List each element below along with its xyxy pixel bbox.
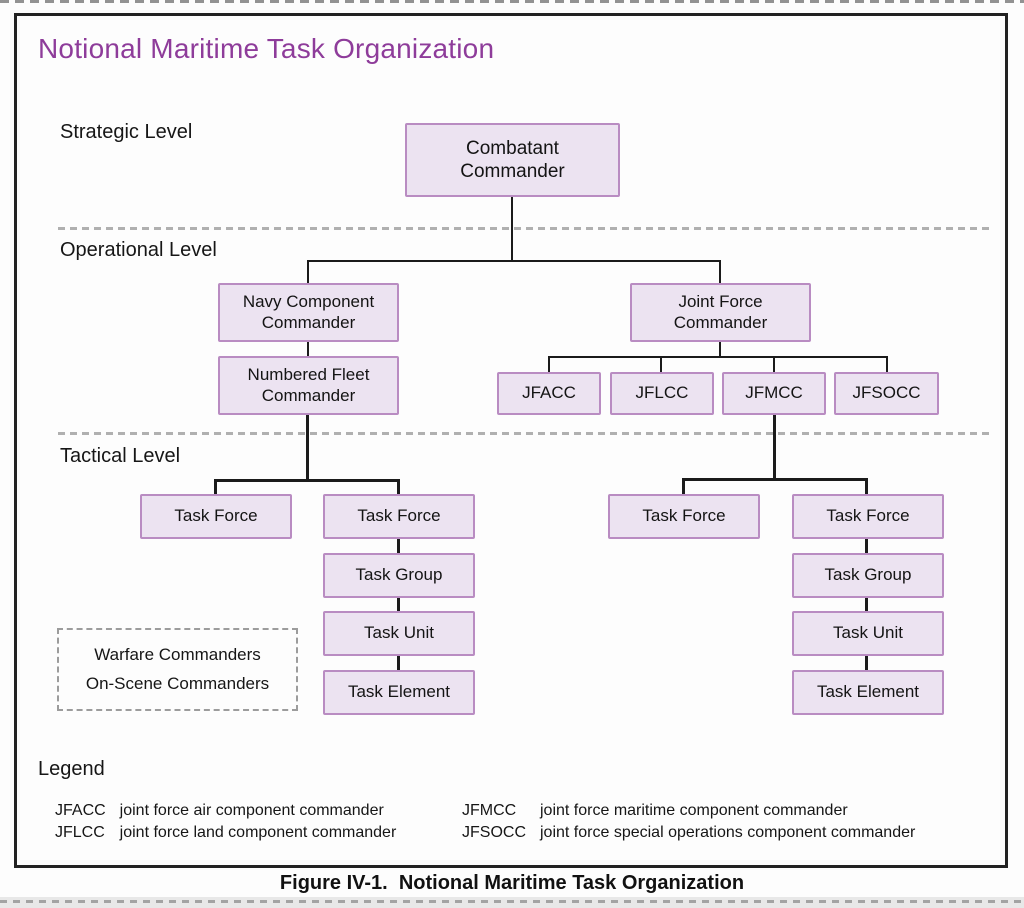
node-jfacc: JFACC bbox=[497, 372, 601, 415]
connector-line bbox=[773, 414, 776, 479]
level-label-strategic: Strategic Level bbox=[60, 121, 193, 143]
connector-line bbox=[397, 656, 400, 670]
node-jfmcc: JFMCC bbox=[722, 372, 826, 415]
connector-line bbox=[307, 342, 309, 356]
page-top-edge-marks bbox=[0, 0, 1024, 3]
node-navy-component-commander: Navy Component Commander bbox=[218, 283, 399, 342]
warfare-commanders-line: Warfare Commanders bbox=[94, 645, 261, 665]
connector-line bbox=[719, 260, 721, 283]
level-label-tactical: Tactical Level bbox=[60, 445, 181, 467]
level-divider-operational-tactical bbox=[58, 432, 990, 435]
legend-term: JFACC bbox=[55, 802, 106, 819]
node-task-group-navy: Task Group bbox=[323, 553, 475, 598]
level-label-operational: Operational Level bbox=[60, 239, 217, 261]
on-scene-commanders-line: On-Scene Commanders bbox=[85, 673, 270, 693]
node-jflcc: JFLCC bbox=[610, 372, 714, 415]
node-task-unit-jfmcc: Task Unit bbox=[792, 611, 944, 656]
node-task-element-jfmcc: Task Element bbox=[792, 670, 944, 715]
node-jfsocc: JFSOCC bbox=[834, 372, 939, 415]
level-divider-strategic-operational bbox=[58, 227, 990, 230]
connector-line bbox=[511, 197, 513, 262]
connector-line bbox=[397, 539, 400, 553]
legend-term: JFSOCC bbox=[462, 824, 526, 841]
node-task-force-jfmcc-right: Task Force bbox=[792, 494, 944, 539]
connector-line bbox=[719, 341, 721, 358]
node-joint-force-commander: Joint Force Commander bbox=[630, 283, 811, 342]
page-bottom-edge bbox=[0, 897, 1024, 908]
legend-definition: joint force land component commander bbox=[119, 824, 397, 841]
connector-line bbox=[865, 480, 868, 494]
node-combatant-commander: Combatant Commander bbox=[405, 123, 620, 197]
connector-line bbox=[865, 539, 868, 553]
figure-caption: Figure IV-1. Notional Maritime Task Orga… bbox=[279, 872, 745, 894]
figure-border-frame bbox=[14, 13, 1008, 868]
legend-heading: Legend bbox=[38, 758, 105, 780]
connector-line bbox=[865, 598, 868, 611]
connector-line bbox=[306, 414, 309, 481]
connector-line bbox=[307, 260, 309, 283]
legend-column-left: JFACC joint force air component commande… bbox=[55, 800, 396, 843]
node-task-group-jfmcc: Task Group bbox=[792, 553, 944, 598]
node-task-unit-navy: Task Unit bbox=[323, 611, 475, 656]
connector-line bbox=[682, 480, 685, 494]
node-task-force-navy-right: Task Force bbox=[323, 494, 475, 539]
connector-line bbox=[865, 656, 868, 670]
connector-line bbox=[548, 358, 550, 372]
connector-line bbox=[307, 260, 721, 262]
legend-definition: joint force air component commander bbox=[119, 802, 384, 819]
connector-line bbox=[886, 358, 888, 372]
node-task-force-navy-left: Task Force bbox=[140, 494, 292, 539]
node-numbered-fleet-commander: Numbered Fleet Commander bbox=[218, 356, 399, 415]
diagram-title: Notional Maritime Task Organization bbox=[38, 33, 495, 64]
node-task-element-navy: Task Element bbox=[323, 670, 475, 715]
connector-line bbox=[682, 478, 868, 481]
page-bottom-edge-marks bbox=[0, 900, 1024, 903]
legend-definition: joint force special operations component… bbox=[540, 824, 916, 841]
connector-line bbox=[397, 598, 400, 611]
connector-line bbox=[214, 481, 217, 494]
legend-term: JFMCC bbox=[462, 802, 517, 819]
node-task-force-jfmcc-left: Task Force bbox=[608, 494, 760, 539]
connector-line bbox=[397, 481, 400, 494]
legend-term: JFLCC bbox=[55, 824, 105, 841]
legend-column-right: JFMCC joint force maritime component com… bbox=[462, 800, 915, 843]
connector-line bbox=[773, 358, 775, 372]
connector-line bbox=[214, 479, 400, 482]
warfare-commanders-note: Warfare Commanders On-Scene Commanders bbox=[57, 628, 298, 711]
connector-line bbox=[548, 356, 888, 358]
legend-definition: joint force maritime component commander bbox=[540, 802, 848, 819]
connector-line bbox=[660, 358, 662, 372]
